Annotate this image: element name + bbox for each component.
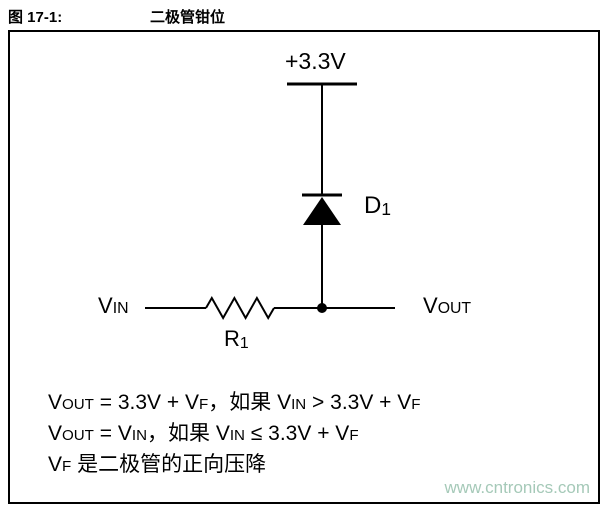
supply-voltage-label: +3.3V bbox=[285, 48, 346, 74]
resistor-label: R1 bbox=[224, 326, 249, 352]
resistor-zigzag bbox=[205, 295, 275, 321]
circuit-diagram-box: +3.3V D1 VIN VOUT R1 VOUT = 3.3V + VF，如果… bbox=[8, 30, 600, 504]
equation-line-3: VF 是二极管的正向压降 bbox=[48, 453, 267, 476]
vin-label: VIN bbox=[98, 293, 129, 318]
vout-label: VOUT bbox=[423, 293, 472, 318]
equations-block: VOUT = 3.3V + VF，如果 VIN > 3.3V + VF VOUT… bbox=[48, 388, 421, 481]
equation-line-2: VOUT = VIN，如果 VIN ≤ 3.3V + VF bbox=[48, 422, 359, 445]
diode-triangle bbox=[303, 197, 341, 225]
figure-label: 图 17-1: bbox=[8, 9, 63, 26]
schematic-svg bbox=[145, 82, 395, 321]
watermark-text: www.cntronics.com bbox=[444, 478, 590, 497]
diode-label: D1 bbox=[364, 192, 391, 220]
equation-line-1: VOUT = 3.3V + VF，如果 VIN > 3.3V + VF bbox=[48, 391, 421, 414]
figure-title: 二极管钳位 bbox=[150, 9, 226, 26]
